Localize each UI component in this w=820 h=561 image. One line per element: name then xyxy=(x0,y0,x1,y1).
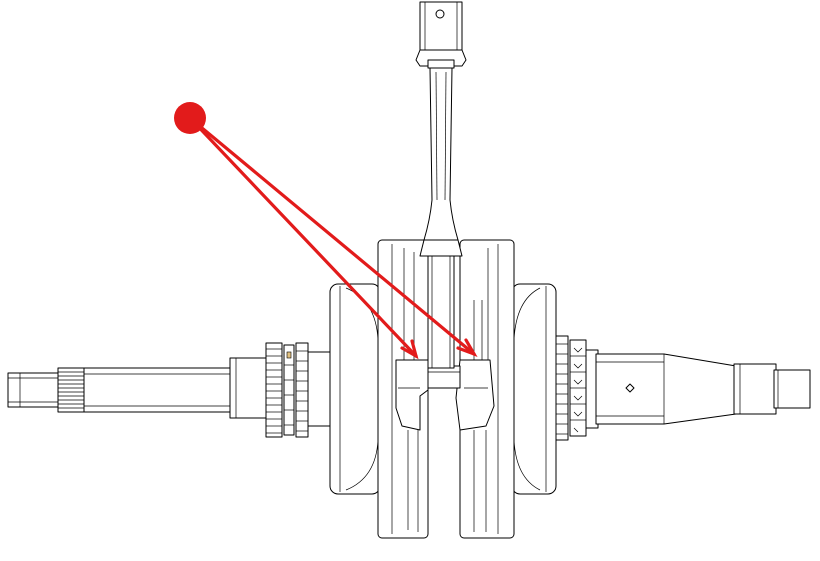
right-gear xyxy=(553,335,587,441)
left-spline xyxy=(57,367,85,413)
pointer-arrow-left xyxy=(188,116,418,358)
right-shaft xyxy=(585,349,811,429)
left-outer-flywheel xyxy=(329,283,381,495)
left-shaft xyxy=(7,351,333,427)
connecting-rod xyxy=(415,1,467,369)
pointer-arrowhead-left xyxy=(400,339,419,360)
pointer-arrowhead-right xyxy=(456,338,478,358)
right-outer-flywheel xyxy=(511,283,557,495)
left-gears xyxy=(265,342,309,438)
left-crank-web xyxy=(377,239,429,539)
right-crank-web xyxy=(455,239,515,539)
pointer-arrow-right xyxy=(188,116,476,356)
pointer-annotation xyxy=(174,102,478,360)
pointer-dot xyxy=(174,102,206,134)
crank-pin xyxy=(427,365,461,389)
